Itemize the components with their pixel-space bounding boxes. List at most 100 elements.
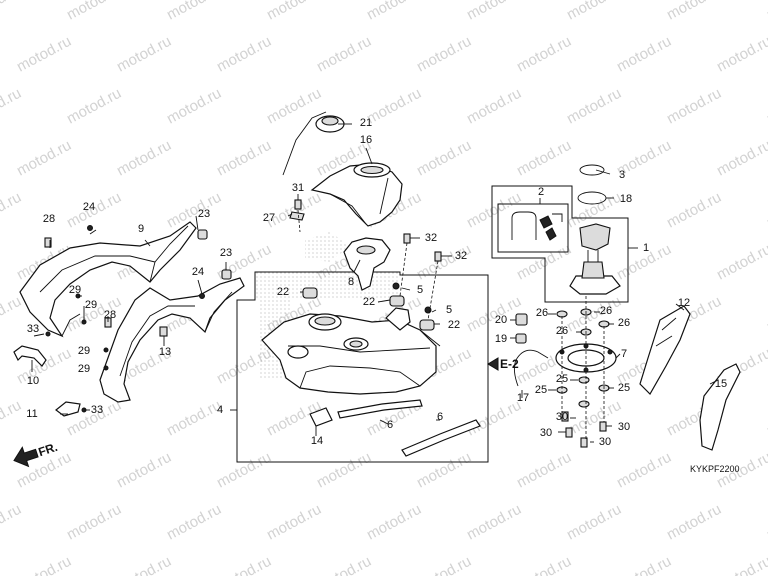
part-10-bracket[interactable] [13, 345, 47, 367]
part-12-bracket[interactable] [639, 305, 691, 395]
part-25-washer-b[interactable] [578, 376, 590, 384]
ref-e2-label: E-2 [500, 357, 519, 371]
watermark-text: motod.ru [664, 85, 724, 128]
callout-2: 2 [538, 186, 544, 198]
part-24-clip[interactable] [87, 225, 93, 231]
front-arrow-icon [13, 446, 39, 468]
part-5-collar-a[interactable] [392, 282, 400, 290]
watermark-text: motod.ru [464, 0, 524, 24]
callout-18: 18 [620, 193, 632, 205]
watermark-text: motod.ru [64, 0, 124, 24]
watermark-text: motod.ru [414, 241, 474, 284]
part-27-clip[interactable] [289, 211, 305, 221]
part-17-fuel-hose[interactable] [513, 349, 549, 387]
callout-6-b: 6 [437, 411, 443, 423]
part-21-breather-hose[interactable] [282, 111, 327, 176]
callout-17: 17 [517, 392, 529, 404]
part-14-pad[interactable] [309, 407, 333, 427]
part-30-bolt-a[interactable] [561, 411, 569, 422]
watermark-text: motod.ru [0, 0, 24, 24]
part-6-strip-b[interactable] [401, 419, 481, 457]
watermark-text: motod.ru [414, 137, 474, 180]
watermark-text: motod.ru [664, 501, 724, 544]
watermark-text: motod.ru [364, 85, 424, 128]
callout-11: 11 [26, 408, 37, 420]
part-32-bolt-a[interactable] [403, 233, 411, 244]
part-30-bolt-c[interactable] [599, 421, 607, 432]
watermark-text: motod.ru [614, 33, 674, 76]
watermark-text: motod.ru [514, 33, 574, 76]
watermark-text: motod.ru [714, 241, 768, 284]
part-22-rubber-a[interactable] [302, 287, 318, 299]
watermark-text: motod.ru [764, 189, 768, 232]
part-22-rubber-c[interactable] [419, 319, 435, 331]
part-30-bolt-b[interactable] [565, 427, 573, 438]
callout-33-a: 33 [27, 323, 39, 335]
ref-e2: E-2 [487, 357, 519, 371]
part-33-screw-a[interactable] [45, 331, 51, 337]
part-19-joint[interactable] [515, 333, 527, 344]
callout-19: 19 [495, 333, 507, 345]
watermark-text: motod.ru [364, 501, 424, 544]
watermark-text: motod.ru [264, 501, 324, 544]
callout-25-b: 25 [556, 373, 568, 385]
watermark-text: motod.ru [0, 189, 24, 232]
part-32-bolt-b[interactable] [434, 251, 442, 262]
watermark-text: motod.ru [314, 449, 374, 492]
watermark-text: motod.ru [414, 33, 474, 76]
callout-23-b: 23 [220, 247, 232, 259]
callout-30-a: 30 [556, 411, 568, 423]
callout-29-d: 29 [78, 363, 90, 375]
watermark-text: motod.ru [314, 33, 374, 76]
callout-30-b: 30 [540, 427, 552, 439]
part-13-lower-cover[interactable] [99, 277, 245, 403]
part-13-screw[interactable] [159, 326, 168, 337]
part-24-clip-lower[interactable] [199, 293, 205, 299]
part-30-bolt-d[interactable] [580, 437, 588, 448]
part-28-bolt[interactable] [44, 237, 52, 248]
callout-12: 12 [678, 297, 690, 309]
part-6-strip-a[interactable] [337, 399, 423, 419]
part-23-grommet[interactable] [197, 229, 208, 240]
callout-32-a: 32 [425, 232, 437, 244]
watermark-text: motod.ru [14, 553, 74, 576]
part-20-connector[interactable] [515, 313, 528, 326]
part-11-bracket[interactable] [55, 401, 81, 417]
watermark-text: motod.ru [164, 501, 224, 544]
watermark-text: motod.ru [564, 501, 624, 544]
callout-30-d-label: 30 [599, 436, 611, 448]
watermark-text: motod.ru [514, 241, 574, 284]
watermark-text: motod.ru [114, 33, 174, 76]
part-3-o-ring[interactable] [579, 164, 605, 176]
callout-29-c: 29 [78, 345, 90, 357]
part-23-grommet-lower[interactable] [221, 269, 232, 280]
part-31-bolt[interactable] [294, 199, 302, 210]
watermark-text: motod.ru [764, 501, 768, 544]
part-4-frame-box [236, 271, 489, 463]
callout-numbers: 21 16 3 18 2 1 31 27 32 32 8 22 22 22 5 … [26, 117, 727, 448]
watermark-text: motod.ru [564, 0, 624, 24]
part-22-rubber-b[interactable] [389, 295, 405, 307]
watermark-text: motod.ru [464, 85, 524, 128]
watermark-text: motod.ru [664, 0, 724, 24]
part-8-filler-guard[interactable] [343, 237, 391, 291]
callout-32-b: 32 [455, 250, 467, 262]
watermark-text: motod.ru [114, 553, 174, 576]
watermark-text: motod.ru [164, 0, 224, 24]
watermark-text: motod.ru [764, 397, 768, 440]
callout-21: 21 [360, 117, 372, 129]
callout-14: 14 [311, 435, 323, 447]
watermark-text: motod.ru [564, 293, 624, 336]
callout-30-c: 30 [618, 421, 630, 433]
fuel-pump-assembly [491, 164, 741, 451]
watermark-text: motod.ru [164, 397, 224, 440]
watermark-text: motod.ru [214, 449, 274, 492]
front-direction-indicator: FR. [13, 440, 59, 468]
callout-20: 20 [495, 314, 507, 326]
watermark-text: motod.ru [464, 189, 524, 232]
watermark-text: motod.ru [514, 553, 574, 576]
part-1-fuel-pump[interactable] [579, 223, 611, 251]
watermark-text: motod.ru [714, 553, 768, 576]
part-15-cover[interactable] [699, 363, 741, 451]
